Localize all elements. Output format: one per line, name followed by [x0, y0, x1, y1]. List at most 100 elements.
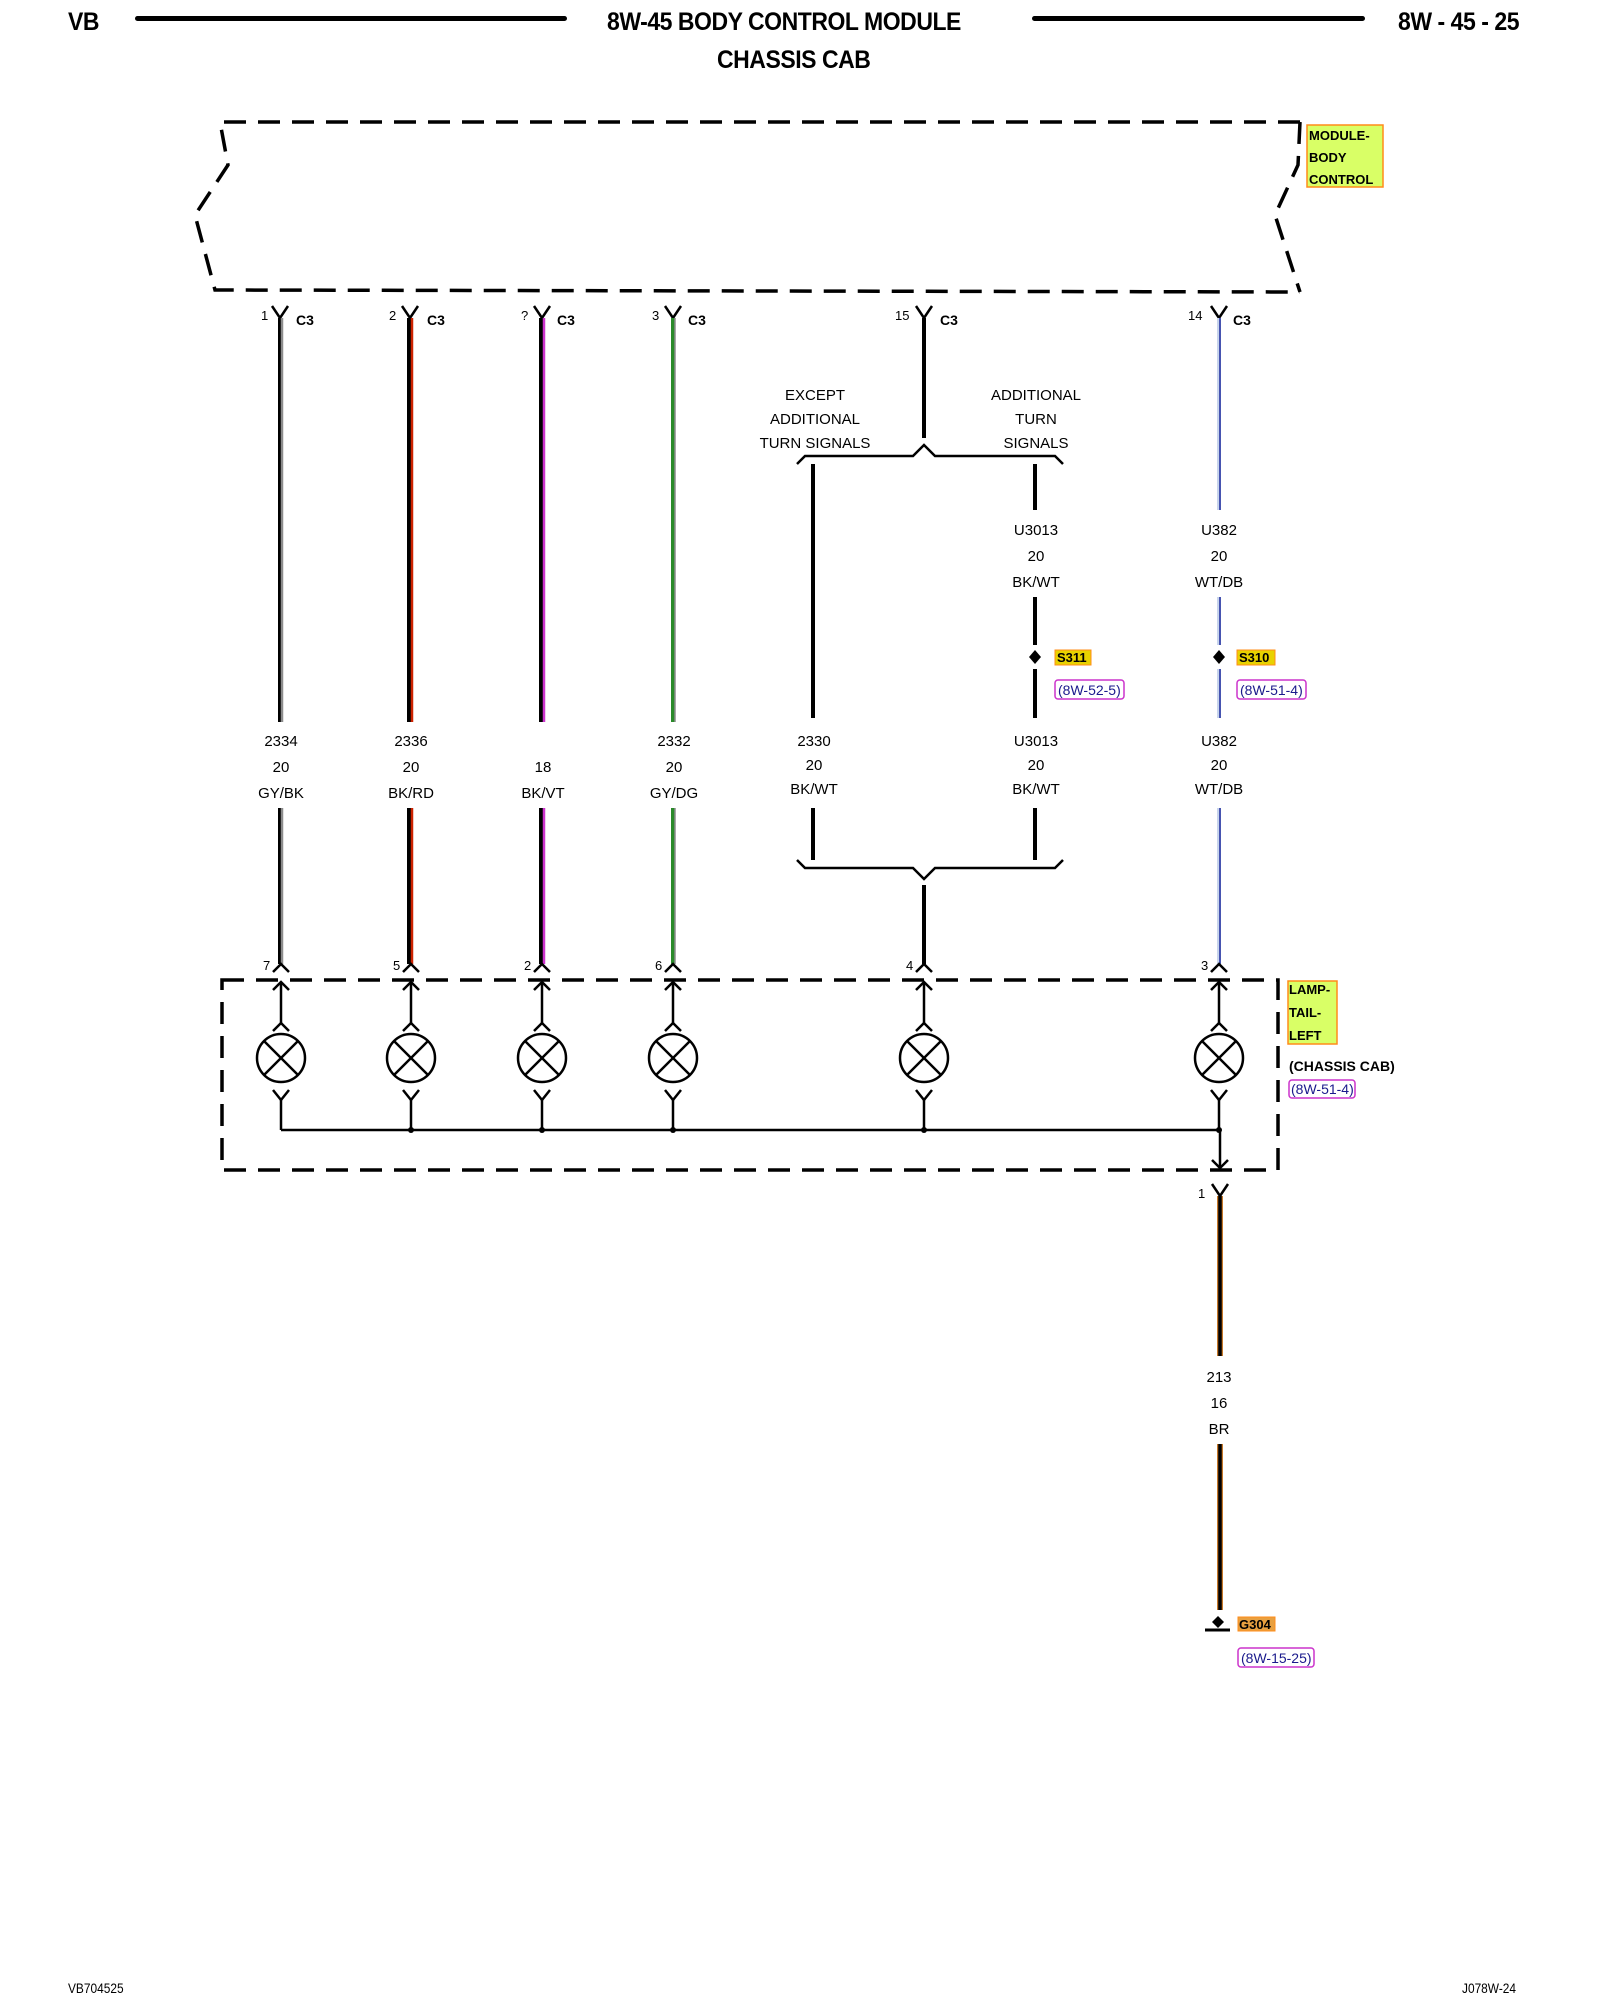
branch-label-except: EXCEPT ADDITIONAL TURN SIGNALS	[760, 387, 871, 452]
wire-bk-vt[interactable]: 18 BK/VT	[521, 318, 565, 964]
pin-number: ?	[521, 308, 528, 323]
wire-u382-wt-db-upper[interactable]: U382 20 WT/DB	[1195, 318, 1243, 645]
wire-gauge: 20	[1028, 757, 1045, 774]
wire-u3013-bk-wt-upper[interactable]: U3013 20 BK/WT	[1012, 464, 1060, 645]
module-name-tag: MODULE- BODY CONTROL	[1306, 124, 1384, 188]
bcm-pin-14[interactable]: 14 C3	[1188, 305, 1251, 328]
lamp-name-line2: TAIL-	[1289, 1005, 1321, 1020]
connector-id: C3	[940, 312, 958, 328]
page-subtitle: CHASSIS CAB	[717, 46, 871, 74]
branch-label-additional: ADDITIONAL TURN SIGNALS	[991, 387, 1081, 452]
wire-2336-bk-rd[interactable]: 2336 20 BK/RD	[388, 318, 434, 964]
wire-color-code: BK/VT	[521, 785, 564, 802]
wire-color-code: WT/DB	[1195, 781, 1243, 798]
wire-2332-gy-dg[interactable]: 2332 20 GY/DG	[650, 318, 698, 964]
page-title: 8W-45 BODY CONTROL MODULE	[607, 8, 961, 36]
lamp-bulb-icon	[255, 1032, 307, 1084]
wire-u382-wt-db-lower[interactable]: U382 20 WT/DB	[1195, 669, 1243, 964]
wire-color-code: BK/WT	[1012, 781, 1060, 798]
ground-g304[interactable]: G304 (8W-15-25)	[1205, 1616, 1315, 1668]
body-control-module[interactable]	[193, 120, 1302, 294]
lamp-variant: (CHASSIS CAB)	[1289, 1058, 1395, 1074]
page-number: 8W - 45 - 25	[1398, 8, 1520, 36]
lamp-outline	[220, 978, 1280, 1172]
wire-color-code: WT/DB	[1195, 574, 1243, 591]
wire-color-code: GY/BK	[258, 785, 304, 802]
lamp-bulb-7[interactable]: 7	[255, 958, 307, 1130]
wire-2330-bk-wt[interactable]: 2330 20 BK/WT	[790, 464, 838, 860]
lamp-name-line1: LAMP-	[1289, 982, 1330, 997]
wire-gauge: 20	[1211, 757, 1228, 774]
footer-doc-id: VB704525	[68, 1980, 124, 1996]
pin-number: 7	[263, 958, 270, 973]
module-outline-right	[1273, 121, 1302, 293]
pin-number: 14	[1188, 308, 1202, 323]
circuit-number: U382	[1201, 522, 1237, 539]
connector-id: C3	[1233, 312, 1251, 328]
ground-ref-link[interactable]: (8W-15-25)	[1241, 1650, 1312, 1666]
bcm-pin-2[interactable]: 2 C3	[389, 305, 445, 328]
splice-ref-link[interactable]: (8W-51-4)	[1240, 682, 1303, 698]
wire-color-code: BK/WT	[1012, 574, 1060, 591]
pin-number: 2	[389, 308, 396, 323]
bcm-pin-1[interactable]: 1 C3	[261, 305, 314, 328]
branch-bracket-top	[796, 443, 1064, 465]
wire-color-code: BK/RD	[388, 785, 434, 802]
bcm-pin-3[interactable]: 3 C3	[652, 305, 706, 328]
circuit-number: 2330	[797, 733, 830, 750]
ground-pin-1[interactable]: 1	[1198, 1183, 1230, 1201]
pin-connector-icon	[1210, 962, 1228, 973]
lamp-bulb-5[interactable]: 5	[385, 958, 437, 1133]
ground-id: G304	[1239, 1617, 1272, 1632]
circuit-number: U3013	[1014, 733, 1058, 750]
header-rule-right	[1032, 16, 1365, 21]
lamp-bulb-3[interactable]: 3	[1193, 958, 1245, 1133]
pin-connector-icon	[915, 962, 933, 973]
splice-id: S310	[1239, 650, 1269, 665]
lamp-bulb-2[interactable]: 2	[516, 958, 568, 1133]
pin-number: 3	[1201, 958, 1208, 973]
module-outline	[193, 120, 1301, 294]
wire-213-br[interactable]: 213 16 BR	[1206, 1196, 1232, 1610]
pin-number: 1	[1198, 1186, 1205, 1201]
pin-connector-icon	[402, 962, 420, 973]
lamp-bulb-6[interactable]: 6	[647, 958, 699, 1133]
splice-id: S311	[1057, 650, 1087, 665]
module-name-line3: CONTROL	[1309, 172, 1373, 187]
wire-2334-gy-bk[interactable]: 2334 20 GY/BK	[258, 318, 304, 964]
wire-gauge: 16	[1211, 1395, 1228, 1412]
splice-s310[interactable]: S310 (8W-51-4)	[1213, 649, 1307, 700]
wire-gauge: 20	[806, 757, 823, 774]
pin-connector-icon	[272, 962, 290, 973]
pin-number: 3	[652, 308, 659, 323]
circuit-number: 213	[1206, 1369, 1231, 1386]
wire-color-code: BR	[1209, 1421, 1230, 1438]
pin-number: 5	[393, 958, 400, 973]
branch-bracket-bottom	[796, 859, 1064, 881]
splice-dot-icon	[1213, 650, 1225, 664]
lamp-bulb-4[interactable]: 4	[898, 958, 950, 1133]
wire-color-code: GY/DG	[650, 785, 698, 802]
wire-gauge: 20	[1028, 548, 1045, 565]
lamp-name-line3: LEFT	[1289, 1028, 1322, 1043]
lamp-bulb-icon	[1193, 1032, 1245, 1084]
pin-number: 4	[906, 958, 913, 973]
footer-figure-id: J078W-24	[1462, 1980, 1517, 1996]
header-section-code: VB	[68, 8, 100, 36]
bcm-pin-15[interactable]: 15 C3	[895, 305, 958, 328]
wire-u3013-bk-wt-lower[interactable]: U3013 20 BK/WT	[1012, 669, 1060, 860]
branch-label-line: SIGNALS	[1003, 435, 1068, 452]
pin-connector-icon	[664, 962, 682, 973]
lamp-bulb-icon	[516, 1032, 568, 1084]
connector-id: C3	[296, 312, 314, 328]
lamp-tail-left-component[interactable]	[220, 978, 1280, 1172]
lamp-ref-link[interactable]: (8W-51-4)	[1291, 1081, 1354, 1097]
bcm-pin-unknown[interactable]: ? C3	[521, 305, 575, 328]
wire-color-code: BK/WT	[790, 781, 838, 798]
wire-gauge: 20	[666, 759, 683, 776]
splice-ref-link[interactable]: (8W-52-5)	[1058, 682, 1121, 698]
branch-label-line: TURN SIGNALS	[760, 435, 871, 452]
splice-s311[interactable]: S311 (8W-52-5)	[1029, 649, 1125, 700]
circuit-number: U382	[1201, 733, 1237, 750]
